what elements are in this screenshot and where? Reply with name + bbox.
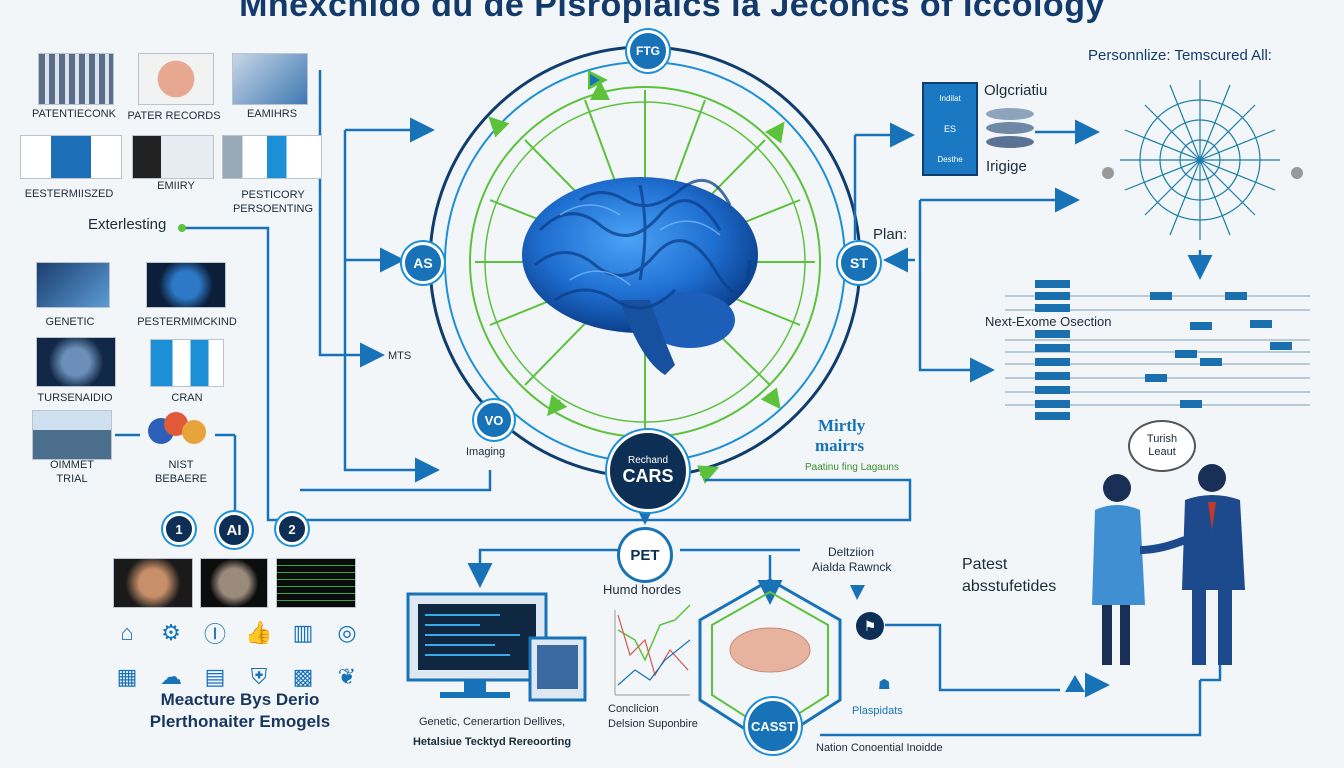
exterlesting-label: Exterlesting <box>88 216 167 233</box>
hub-node-top[interactable]: FTG <box>627 30 669 72</box>
thumb-label-6: PESTICORY PERSOENTING <box>232 189 314 215</box>
plan-label: Plan: <box>873 226 908 243</box>
molecule-thumb <box>142 408 214 454</box>
gear-icon: ⚙ <box>161 620 181 645</box>
badge-icon: ◎ <box>337 620 357 645</box>
hub-bottom-label: CARS <box>622 466 674 486</box>
leaf-icon: ❦ <box>337 664 357 689</box>
hub-bottom-prefix: Rechand <box>627 455 669 466</box>
mid-label-3: TURSENAIDIO <box>37 392 113 404</box>
flag-icon: ⚑ <box>856 612 884 640</box>
conclicion-label: Conclicion <box>608 703 659 715</box>
monitor-illustration <box>406 592 587 702</box>
emr-thumb <box>132 135 214 179</box>
tissue-thumb <box>138 53 214 105</box>
bottom-center-caption-2: Hetalsiue Tecktyd Rereoorting <box>412 736 572 748</box>
building-icon: ▥ <box>292 620 314 645</box>
cast-node[interactable]: CASST <box>745 698 801 754</box>
step-1-badge: 1 <box>163 513 195 545</box>
ai-badge: AI <box>216 512 252 548</box>
genetic-thumb <box>36 262 110 308</box>
icon-grid: ⌂ ⚙ Ⓘ 👍 ▥ ◎ ▦ ☁ ▤ ⛨ ▩ ❦ <box>112 618 362 692</box>
bottom-left-caption-1: Meacture Bys Derio <box>160 690 320 709</box>
step-2-badge: 2 <box>276 513 308 545</box>
history-thumb <box>222 135 322 179</box>
it-icon: Ⓘ <box>203 622 226 647</box>
scan-thumb-3 <box>276 558 356 608</box>
people-illustration <box>1092 464 1245 665</box>
thumb-label-2: PATER RECORDS <box>127 110 221 122</box>
doc-icon: ▤ <box>204 664 226 689</box>
page-title: Mhexchido du de Pisroplaics la Jeconcs o… <box>239 0 1105 24</box>
thumbs-up-icon: 👍 <box>245 620 273 645</box>
bubble-line-1: Turish <box>1146 433 1178 445</box>
next-exome-label: Next-Exome Osection <box>985 314 1112 329</box>
imaging-label: Imaging <box>466 446 506 458</box>
shield-icon: ⛨ <box>250 664 268 689</box>
thumb-label-5: EMIIRY <box>157 180 195 192</box>
speech-bubble: Turish Leaut <box>1128 420 1196 472</box>
deltziion-label: Deltziion <box>828 545 875 559</box>
aialda-label: Aialda Rawnck <box>812 560 892 574</box>
cast-hexagon <box>698 578 842 747</box>
pet-node[interactable]: PET <box>620 530 670 580</box>
line-chart-illustration <box>614 604 691 696</box>
card-label-2: ES <box>943 123 956 134</box>
patent-records-thumb <box>38 53 114 105</box>
mairrs-label: mairrs <box>815 436 865 455</box>
mid-label-2: PESTERMIMCKIND <box>137 316 237 328</box>
thumb-label-4: EESTERMIISZED <box>24 188 114 200</box>
absstufetides-label: absstufetides <box>962 578 1057 595</box>
cran-thumb <box>150 339 224 387</box>
hub-node-bottom-left[interactable]: VO <box>474 400 514 440</box>
mirtly-label: Mirtly <box>818 416 866 435</box>
mts-label: MTS <box>388 350 412 362</box>
delsion-label: Delsion Suponbire <box>608 718 698 730</box>
top-right-title: Personnlize: Temscured All: <box>1088 47 1272 64</box>
thumb-label-1: PATENTIECONK <box>32 108 116 120</box>
mid-label-1: GENETIC <box>45 316 95 328</box>
patest-label: Patest <box>962 556 1008 573</box>
plaspidats-label: Plaspidats <box>852 705 903 717</box>
network-sphere <box>1120 80 1280 240</box>
scan-thumb-1 <box>113 558 193 608</box>
robot-icon: ☗ <box>878 676 891 692</box>
determining-thumb <box>146 262 226 308</box>
exams-thumb <box>232 53 308 105</box>
database-icon <box>986 104 1034 148</box>
grid-icon: ▩ <box>292 664 314 689</box>
organization-label: Olgcriatiu <box>984 82 1048 99</box>
imaging-right-label: Irigige <box>986 158 1027 175</box>
card-label-3: Desthe <box>937 154 963 164</box>
data-card-stack: Indilat ES Desthe <box>922 82 978 176</box>
bottom-left-caption-2: Plerthonaiter Emogels <box>149 712 331 731</box>
lock-icon: ⌂ <box>120 620 134 645</box>
mid-label-5: OIMMET TRIAL <box>50 459 94 485</box>
tissue-image <box>729 627 811 673</box>
cloud-icon: ☁ <box>160 664 182 689</box>
mid-label-4: CRAN <box>171 392 203 404</box>
humd-hordes-label: Humd hordes <box>603 582 682 597</box>
nation-label: Nation Conoential Inoidde <box>816 742 943 754</box>
scan-thumb-2 <box>200 558 268 608</box>
bubble-line-2: Leaut <box>1148 446 1176 458</box>
trial-thumb <box>32 410 112 460</box>
hub-node-left[interactable]: AS <box>402 242 444 284</box>
hub-node-bottom[interactable]: Rechand CARS <box>607 430 689 512</box>
hub-node-right[interactable]: ST <box>838 242 880 284</box>
mirtly-sub-label: Paatinu fing Lagauns <box>805 462 899 473</box>
thumb-label-3: EAMIHRS <box>246 108 298 120</box>
brain-illustration <box>522 177 758 375</box>
card-label-1: Indilat <box>939 94 961 104</box>
calculator-icon: ▦ <box>116 664 138 689</box>
connector-dot <box>178 224 186 232</box>
mid-label-6: NIST BEBAERE <box>155 459 207 485</box>
tumor-thumb <box>36 337 116 387</box>
documents-thumb <box>20 135 122 179</box>
bottom-center-caption-1: Genetic, Cenerartion Dellives, <box>418 716 566 728</box>
